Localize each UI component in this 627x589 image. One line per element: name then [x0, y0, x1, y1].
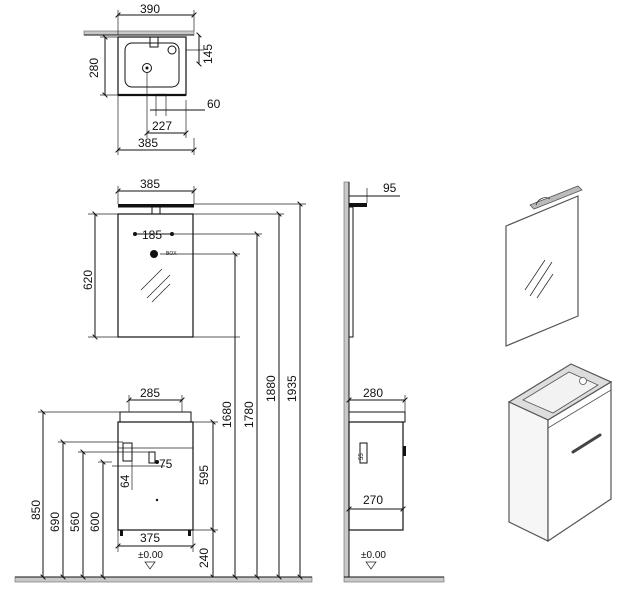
- side-mirror: [348, 206, 354, 338]
- height-690-label: 690: [48, 512, 62, 532]
- iso-mirror-panel: [505, 195, 579, 347]
- mirror-height-label: 620: [81, 270, 95, 290]
- mirror-center-label: 1780: [242, 401, 256, 428]
- side-floor: [343, 576, 445, 583]
- side-depth-label: 280: [363, 386, 383, 400]
- sink-rim: [119, 411, 192, 423]
- top-view: 390 280 145 60 227 385: [83, 2, 221, 155]
- side-cabinet: [348, 421, 404, 531]
- front-floor-ref-label: ±0.00: [138, 550, 163, 561]
- side-wall: [343, 181, 350, 578]
- overall-height-label: 1935: [285, 375, 299, 402]
- mirror-top-label: 1880: [264, 375, 278, 402]
- height-600-label: 600: [88, 512, 102, 532]
- vanity-cabinet: [117, 421, 194, 531]
- top-width-label: 390: [140, 2, 160, 16]
- pipe-height-label: 64: [118, 474, 132, 488]
- isometric-vanity: [507, 363, 613, 543]
- iso-cabinet-door: [547, 380, 612, 543]
- mirror-bottom-label: 1680: [220, 401, 234, 428]
- top-depth-label: 280: [87, 58, 101, 78]
- top-view-wall: [83, 30, 195, 36]
- front-floor: [14, 576, 313, 583]
- bowl-offset-label: 75: [159, 457, 173, 471]
- vanity-front-view: 285 75 64 595 375 240 ±0.00 850 690: [14, 201, 313, 583]
- mirror-glare: [140, 268, 163, 291]
- light-projection-label: 95: [383, 181, 397, 195]
- socket-icon: [150, 250, 158, 258]
- light-center-label: 185: [142, 228, 162, 242]
- drain-width-label: 60: [207, 97, 221, 111]
- body-width-label: 385: [138, 136, 158, 150]
- sink-width-label: 285: [140, 386, 160, 400]
- iso-door-handle: [571, 433, 602, 454]
- side-inner-depth-label: 270: [363, 493, 383, 507]
- side-floor-ref-label: ±0.00: [361, 550, 386, 561]
- iso-light-bar: [529, 185, 583, 210]
- iso-cabinet-side: [508, 401, 549, 542]
- floor-gap-label: 240: [197, 548, 211, 568]
- iso-tap-icon: [579, 377, 587, 385]
- isometric-mirror: [505, 185, 583, 347]
- side-pipe-label: 55: [359, 453, 365, 460]
- mirror-width-label: 385: [140, 177, 160, 191]
- height-560-label: 560: [68, 512, 82, 532]
- side-light: [349, 203, 367, 207]
- top-view-bowl: [124, 42, 180, 88]
- cabinet-width-label: 375: [140, 531, 160, 545]
- height-850-label: 850: [29, 500, 43, 520]
- tap-offset-label: 145: [201, 44, 215, 64]
- mirror-light-bar: [118, 204, 194, 208]
- cabinet-height-label: 595: [197, 465, 211, 485]
- drain-offset-label: 227: [152, 119, 172, 133]
- side-sink: [348, 411, 406, 423]
- mirror-front-view: BOX 385 185 620: [81, 177, 197, 340]
- side-view: 95 55 280 270 ±0.00: [343, 181, 445, 583]
- tap-hole-icon: [167, 45, 177, 55]
